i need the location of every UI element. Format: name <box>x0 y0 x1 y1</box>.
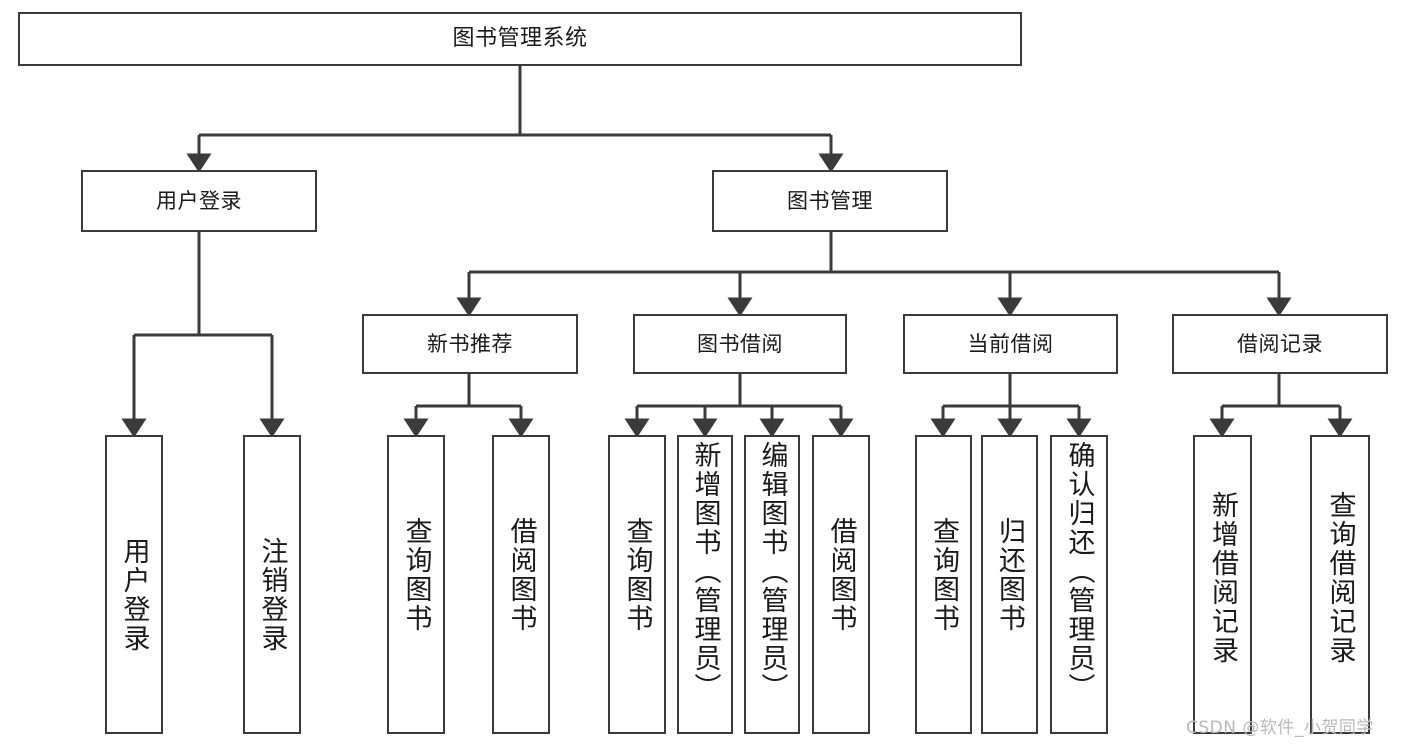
watermark-text: CSDN @软件_小贺同学 <box>1186 718 1374 738</box>
leaf-return-book[interactable]: 归还图书 <box>981 435 1038 734</box>
node-label: 新书推荐 <box>427 331 513 356</box>
leaf-query-borrow-record[interactable]: 查询借阅记录 <box>1310 435 1370 734</box>
node-label: 编辑图书（管理员） <box>756 441 788 702</box>
node-label: 图书借阅 <box>697 331 783 356</box>
node-book-manage[interactable]: 图书管理 <box>712 170 948 232</box>
node-label: 归还图书 <box>994 517 1025 633</box>
node-new-book-recommend[interactable]: 新书推荐 <box>362 314 578 374</box>
node-label: 确认归还（管理员） <box>1063 441 1095 702</box>
node-borrow-record[interactable]: 借阅记录 <box>1172 314 1388 374</box>
node-label: 图书管理 <box>787 188 873 213</box>
leaf-query-book-current[interactable]: 查询图书 <box>915 435 972 734</box>
node-label: 查询图书 <box>621 517 653 633</box>
node-current-borrow[interactable]: 当前借阅 <box>903 314 1118 374</box>
node-label: 用户登录 <box>118 537 150 653</box>
node-label: 借阅图书 <box>505 517 537 633</box>
leaf-query-book-borrow[interactable]: 查询图书 <box>608 435 666 734</box>
leaf-user-login[interactable]: 用户登录 <box>105 435 163 734</box>
leaf-logout[interactable]: 注销登录 <box>243 435 301 734</box>
node-label: 查询借阅记录 <box>1324 491 1356 665</box>
node-label: 新增图书（管理员） <box>689 441 721 702</box>
leaf-add-book-admin[interactable]: 新增图书（管理员） <box>677 435 733 734</box>
node-label: 借阅图书 <box>825 517 857 633</box>
leaf-query-book-recommend[interactable]: 查询图书 <box>387 435 445 734</box>
leaf-borrow-book-recommend[interactable]: 借阅图书 <box>492 435 550 734</box>
node-user-login[interactable]: 用户登录 <box>81 170 317 232</box>
node-root-system[interactable]: 图书管理系统 <box>18 12 1022 66</box>
node-label: 查询图书 <box>928 517 959 633</box>
leaf-borrow-book[interactable]: 借阅图书 <box>812 435 870 734</box>
node-label: 查询图书 <box>400 517 432 633</box>
leaf-add-borrow-record[interactable]: 新增借阅记录 <box>1193 435 1252 734</box>
node-label: 用户登录 <box>156 188 242 213</box>
node-label: 新增借阅记录 <box>1207 491 1238 665</box>
node-label: 借阅记录 <box>1237 331 1323 356</box>
node-label: 图书管理系统 <box>452 26 588 52</box>
leaf-edit-book-admin[interactable]: 编辑图书（管理员） <box>744 435 800 734</box>
node-label: 当前借阅 <box>967 331 1054 356</box>
node-label: 注销登录 <box>256 537 288 653</box>
leaf-confirm-return-admin[interactable]: 确认归还（管理员） <box>1050 435 1108 734</box>
node-book-borrow[interactable]: 图书借阅 <box>633 314 847 374</box>
